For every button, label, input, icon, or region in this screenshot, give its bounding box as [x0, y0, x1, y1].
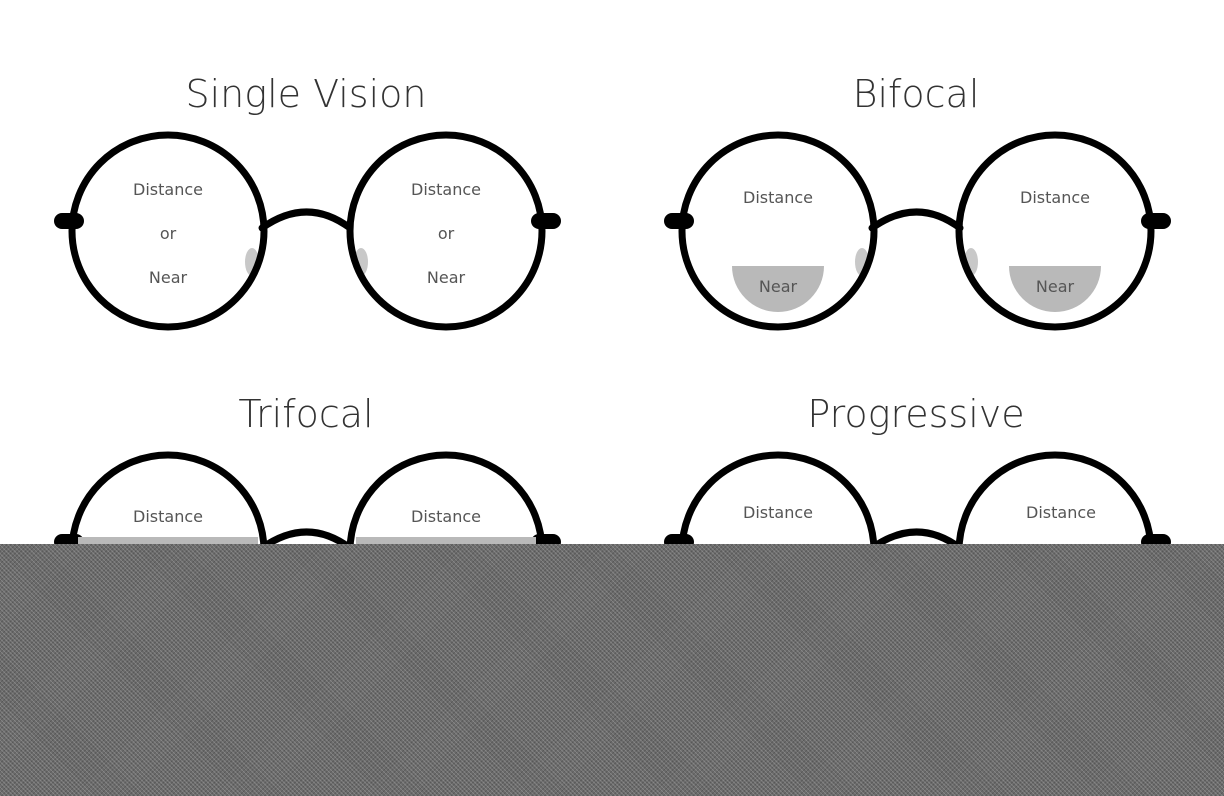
lens-label: Distance [133, 180, 203, 199]
right-temple [1141, 213, 1171, 229]
panel-single-vision: Single Vision Distance or Near Distance … [54, 72, 561, 331]
lens-label: or [438, 224, 455, 243]
lens-label: Near [427, 268, 466, 287]
lens-label: Distance [743, 188, 813, 207]
lens-label: Distance [411, 180, 481, 199]
lens-label: Near [149, 268, 188, 287]
glasses-illustration: Distance or Near Distance or Near [54, 131, 561, 331]
lens-label: Distance [743, 503, 813, 522]
bridge [258, 208, 354, 232]
right-temple [531, 213, 561, 229]
redaction-overlay [0, 544, 1224, 796]
panel-title: Bifocal [853, 72, 980, 116]
bridge [868, 208, 964, 232]
panel-title: Trifocal [238, 392, 373, 436]
near-segment [732, 266, 824, 312]
bridge [258, 528, 354, 552]
lens-label: or [160, 224, 177, 243]
lens-label: Near [1036, 277, 1075, 296]
lens-label: Distance [1020, 188, 1090, 207]
lens-label: Near [759, 277, 798, 296]
lens-label: Distance [411, 507, 481, 526]
panel-bifocal: Bifocal Distance Near Distance Near [664, 72, 1171, 331]
bridge [868, 528, 964, 552]
panel-title: Progressive [807, 392, 1024, 436]
left-lens [678, 131, 878, 331]
panel-title: Single Vision [186, 72, 427, 116]
left-lens [68, 131, 268, 331]
lens-label: Distance [1026, 503, 1096, 522]
lens-label: Distance [133, 507, 203, 526]
glasses-illustration: Distance Near Distance Near [664, 131, 1171, 331]
near-segment [1009, 266, 1101, 312]
